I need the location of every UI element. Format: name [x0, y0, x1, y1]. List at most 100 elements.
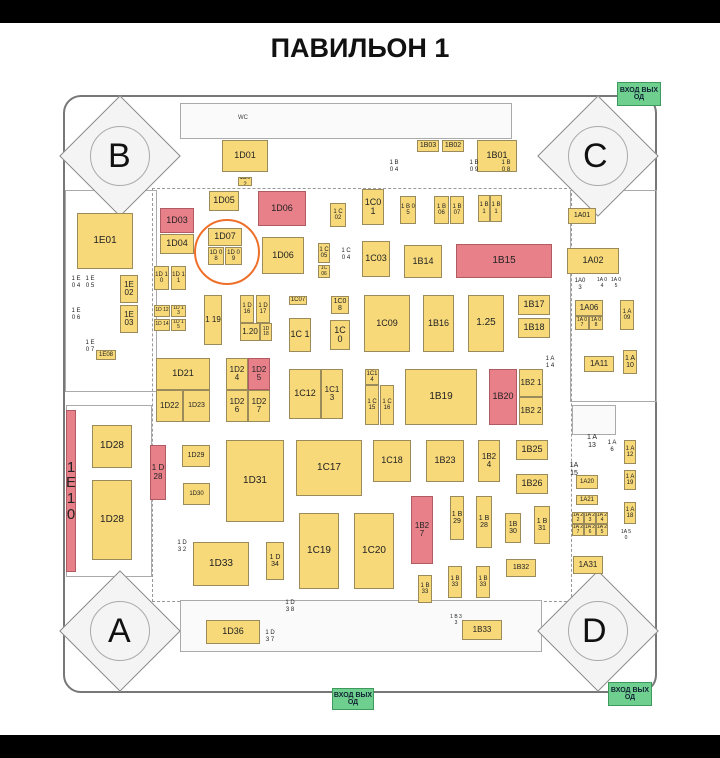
booth-111[interactable]: 1A 26 — [584, 524, 596, 536]
booth-89[interactable]: 1B2 7 — [411, 496, 433, 564]
booth-30[interactable]: 1 B 05 — [400, 196, 416, 224]
booth-77[interactable]: 1D30 — [183, 483, 210, 505]
entrance-label-top-right[interactable]: ВХОД ВЫХОД — [617, 82, 661, 106]
booth-62[interactable]: 1D2 6 — [226, 390, 248, 422]
booth-15[interactable]: 1D 14 — [154, 319, 170, 331]
booth-95[interactable]: 1 B 33 — [418, 575, 432, 603]
booth-14[interactable]: 1D 13 — [171, 305, 186, 317]
booth-21[interactable]: 1C07 — [289, 296, 307, 305]
booth-105[interactable]: 1A21 — [576, 495, 598, 505]
booth-102[interactable]: 1 A 12 — [624, 440, 636, 464]
booth-107[interactable]: 1A 22 — [572, 512, 584, 524]
booth-12[interactable]: 1 19 — [204, 295, 222, 345]
booth-52[interactable]: 1 A 10 — [623, 350, 637, 374]
booth-25[interactable]: 1C0 1 — [362, 189, 384, 225]
booth-49[interactable]: 1A 08 — [589, 316, 603, 330]
booth-6[interactable]: 1D06 — [262, 237, 304, 274]
booth-44[interactable]: 1B18 — [518, 318, 550, 338]
booth-54[interactable]: 1E 02 — [120, 275, 138, 303]
booth-88[interactable]: 1C20 — [354, 513, 394, 589]
booth-53[interactable]: 1E01 — [77, 213, 133, 269]
booth-76[interactable]: 1D29 — [182, 445, 210, 467]
booth-43[interactable]: 1B17 — [518, 295, 550, 315]
booth-96[interactable]: 1 B 33 — [448, 566, 462, 598]
booth-92[interactable]: 1B 30 — [505, 513, 521, 543]
booth-106[interactable]: 1 A 18 — [624, 502, 636, 524]
booth-24[interactable]: 1C 0 — [330, 320, 350, 350]
booth-56[interactable]: 1E08 — [96, 350, 116, 360]
booth-78[interactable]: 1D31 — [226, 440, 284, 522]
booth-55[interactable]: 1E 03 — [120, 305, 138, 333]
booth-46[interactable]: 1A02 — [567, 248, 619, 274]
booth-64[interactable]: 1C12 — [289, 369, 321, 419]
booth-47[interactable]: 1A06 — [575, 300, 603, 316]
booth-104[interactable]: 1A20 — [576, 475, 598, 489]
entrance-label-bottom[interactable]: ВХОД ВЫХОД — [332, 688, 374, 710]
booth-45[interactable]: 1A01 — [568, 208, 596, 224]
booth-79[interactable]: 1C17 — [296, 440, 362, 496]
booth-85[interactable]: 1D33 — [193, 542, 249, 586]
booth-108[interactable]: 1A 23 — [584, 512, 596, 524]
booth-94[interactable]: 1B32 — [506, 559, 536, 577]
booth-19[interactable]: 1.20 — [240, 323, 260, 341]
booth-2[interactable]: 1D03 — [160, 208, 194, 233]
booth-61[interactable]: 1D2 5 — [248, 358, 270, 390]
booth-33[interactable]: 1 B 06 — [434, 196, 449, 224]
booth-23[interactable]: 1C0 8 — [331, 296, 349, 314]
booth-110[interactable]: 1A 27 — [572, 524, 584, 536]
booth-101[interactable]: 1 E 1 0 — [66, 410, 76, 572]
booth-27[interactable]: 1 C 05 — [318, 243, 330, 263]
booth-71[interactable]: 1B2 1 — [519, 369, 543, 397]
booth-73[interactable]: 1D28 — [92, 425, 132, 468]
booth-51[interactable]: 1A11 — [584, 356, 614, 372]
booth-109[interactable]: 1A 24 — [596, 512, 608, 524]
booth-74[interactable]: 1 D 28 — [150, 445, 166, 500]
booth-41[interactable]: 1B16 — [423, 295, 454, 352]
booth-72[interactable]: 1B2 2 — [519, 397, 543, 425]
booth-80[interactable]: 1C18 — [373, 440, 411, 482]
booth-5[interactable]: 1D06 — [258, 191, 306, 226]
booth-67[interactable]: 1 C 15 — [365, 385, 379, 425]
booth-63[interactable]: 1D2 7 — [248, 390, 270, 422]
booth-26[interactable]: 1 C 02 — [330, 203, 346, 227]
booth-20[interactable]: 1D 18 — [260, 323, 272, 341]
entrance-label-bottom-right[interactable]: ВХОД ВЫХОД — [608, 682, 652, 706]
booth-99[interactable]: 1D36 — [206, 620, 260, 644]
booth-36[interactable]: 1 B 1 — [478, 195, 490, 222]
booth-29[interactable]: 1C03 — [362, 241, 390, 277]
booth-112[interactable]: 1A 25 — [596, 524, 608, 536]
booth-13[interactable]: 1D 12 — [154, 305, 170, 317]
booth-11[interactable]: 1D 11 — [171, 266, 186, 290]
booth-34[interactable]: 1 B 07 — [450, 196, 464, 224]
booth-91[interactable]: 1 B 28 — [476, 496, 492, 548]
booth-87[interactable]: 1C19 — [299, 513, 339, 589]
booth-66[interactable]: 1C1 4 — [365, 369, 379, 385]
booth-82[interactable]: 1B2 4 — [478, 440, 500, 482]
booth-60[interactable]: 1D2 4 — [226, 358, 248, 390]
booth-42[interactable]: 1.25 — [468, 295, 504, 352]
booth-50[interactable]: 1 A 09 — [620, 300, 634, 330]
booth-90[interactable]: 1 B 29 — [450, 496, 464, 540]
booth-17[interactable]: 1 D 16 — [240, 295, 254, 323]
booth-1[interactable]: 1D02 — [238, 177, 252, 186]
booth-37[interactable]: 1 B 1 — [490, 195, 502, 222]
booth-4[interactable]: 1D05 — [209, 191, 239, 211]
booth-59[interactable]: 1D23 — [183, 390, 210, 422]
booth-3[interactable]: 1D04 — [160, 234, 194, 254]
booth-70[interactable]: 1B20 — [489, 369, 517, 425]
booth-40[interactable]: 1C09 — [364, 295, 410, 352]
booth-31[interactable]: 1B03 — [417, 140, 439, 152]
booth-93[interactable]: 1 B 31 — [534, 506, 550, 544]
booth-57[interactable]: 1D21 — [156, 358, 210, 390]
booth-48[interactable]: 1A 07 — [575, 316, 589, 330]
booth-18[interactable]: 1 D 17 — [256, 295, 270, 323]
booth-83[interactable]: 1B25 — [516, 440, 548, 460]
booth-68[interactable]: 1 C 16 — [380, 385, 394, 425]
booth-65[interactable]: 1C1 3 — [321, 369, 343, 419]
booth-35[interactable]: 1B01 — [477, 140, 517, 172]
booth-16[interactable]: 1D 15 — [171, 319, 186, 331]
booth-28[interactable]: 1C 06 — [318, 265, 330, 278]
booth-103[interactable]: 1 A 19 — [624, 470, 636, 490]
booth-81[interactable]: 1B23 — [426, 440, 464, 482]
booth-10[interactable]: 1D 10 — [154, 266, 169, 290]
